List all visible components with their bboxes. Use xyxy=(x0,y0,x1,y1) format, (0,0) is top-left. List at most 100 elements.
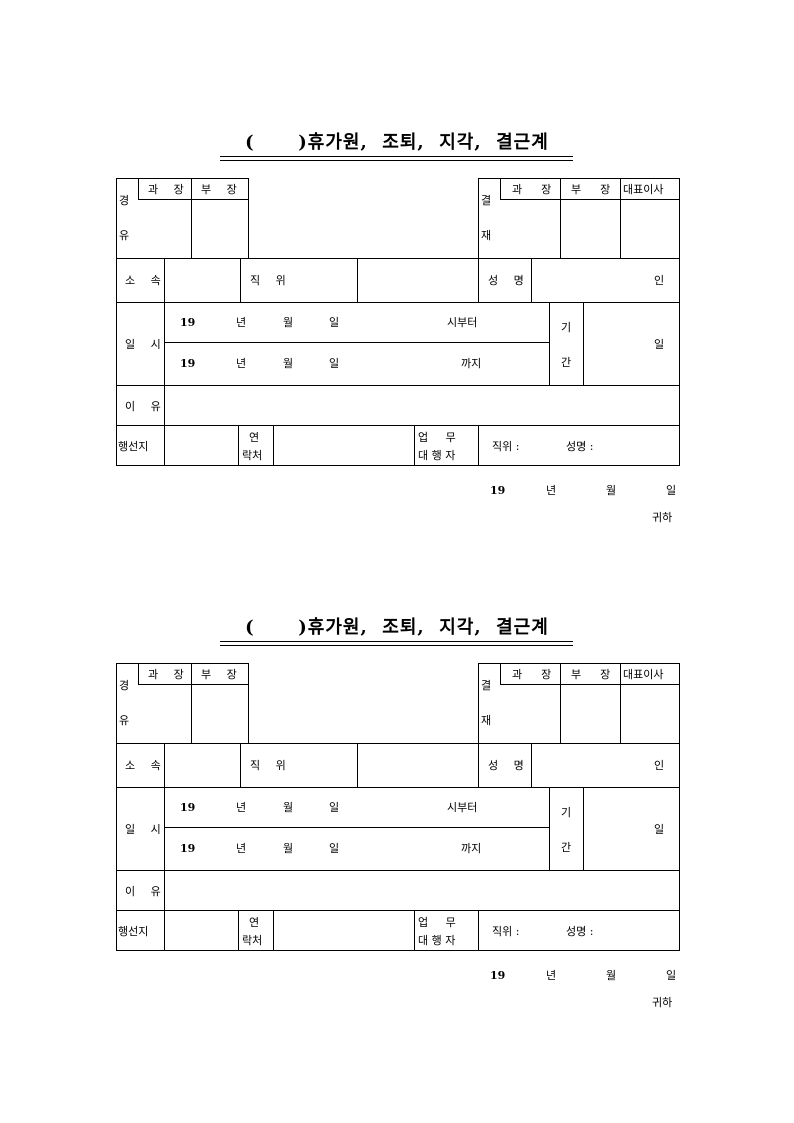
to-day-unit: 일 xyxy=(329,842,340,855)
contact-label-top: 연 xyxy=(249,916,260,929)
reason-field[interactable] xyxy=(165,386,679,425)
divider xyxy=(273,910,274,951)
divider xyxy=(531,258,532,303)
routing-sign-box-1[interactable] xyxy=(138,199,192,259)
from-suffix: 시부터 xyxy=(447,801,478,814)
destination-field[interactable] xyxy=(165,911,238,950)
to-year: 19 xyxy=(180,842,196,855)
routing-label-top: 경 xyxy=(119,679,130,692)
period-label-bottom: 간 xyxy=(561,356,572,369)
position-field[interactable] xyxy=(358,259,477,302)
to-year-unit: 년 xyxy=(236,357,247,370)
approval-sign-box-2[interactable] xyxy=(561,684,621,744)
routing-col-divider xyxy=(191,178,192,259)
contact-field[interactable] xyxy=(274,911,414,950)
destination-label: 행선지 xyxy=(118,925,149,938)
divider xyxy=(478,258,479,303)
seal-mark: 인 xyxy=(654,274,665,287)
approval-col-divider-1 xyxy=(560,663,561,744)
form-title: ( )휴가원, 조퇴, 지각, 결근계 xyxy=(245,617,549,638)
destination-field[interactable] xyxy=(165,426,238,465)
divider xyxy=(164,258,165,303)
approval-sign-box-3[interactable] xyxy=(621,684,680,744)
position-field[interactable] xyxy=(358,744,477,787)
divider xyxy=(478,425,479,466)
period-label-bottom: 간 xyxy=(561,841,572,854)
from-year: 19 xyxy=(180,801,196,814)
proxy-position: 직위 : xyxy=(492,925,520,938)
divider xyxy=(549,302,550,386)
divider xyxy=(549,787,550,871)
approval-label-top: 결 xyxy=(481,679,492,692)
from-year: 19 xyxy=(180,316,196,329)
period-unit: 일 xyxy=(654,823,665,836)
routing-sign-box-1[interactable] xyxy=(138,684,192,744)
proxy-name: 성명 : xyxy=(566,925,594,938)
to-year: 19 xyxy=(180,357,196,370)
contact-label-bottom: 락처 xyxy=(242,934,263,947)
approval-col-manager: 과 장 xyxy=(512,183,556,196)
proxy-label-bottom: 대 행 자 xyxy=(418,934,456,947)
approval-sign-box-1[interactable] xyxy=(500,684,561,744)
routing-sign-box-2[interactable] xyxy=(192,684,249,744)
date-day-unit: 일 xyxy=(666,484,677,497)
proxy-label-bottom: 대 행 자 xyxy=(418,449,456,462)
divider xyxy=(164,787,165,871)
date-month-unit: 월 xyxy=(606,969,617,982)
approval-header-row xyxy=(500,663,680,685)
routing-label-bottom: 유 xyxy=(119,714,130,727)
divider xyxy=(164,342,550,343)
divider xyxy=(164,385,165,426)
approval-sign-box-2[interactable] xyxy=(561,199,621,259)
divider xyxy=(238,425,239,466)
divider xyxy=(164,910,165,951)
affiliation-label: 소 속 xyxy=(125,274,167,287)
from-day-unit: 일 xyxy=(329,801,340,814)
period-field[interactable] xyxy=(584,788,679,870)
contact-field[interactable] xyxy=(274,426,414,465)
title-double-underline xyxy=(220,156,573,161)
approval-label-top: 결 xyxy=(481,194,492,207)
date-year-unit: 년 xyxy=(546,969,557,982)
routing-header-row xyxy=(138,178,249,200)
to-month-unit: 월 xyxy=(283,842,294,855)
affiliation-field[interactable] xyxy=(165,744,239,787)
approval-col-director: 부 장 xyxy=(571,668,615,681)
routing-col-divider xyxy=(191,663,192,744)
to-day-unit: 일 xyxy=(329,357,340,370)
datetime-label: 일 시 xyxy=(125,823,167,836)
period-label-top: 기 xyxy=(561,321,572,334)
recipient: 귀하 xyxy=(652,996,673,1009)
position-label: 직 위 xyxy=(250,274,292,287)
divider xyxy=(164,870,165,911)
period-field[interactable] xyxy=(584,303,679,385)
name-label: 성 명 xyxy=(488,274,530,287)
divider xyxy=(531,743,532,788)
divider xyxy=(414,910,415,951)
divider xyxy=(478,743,479,788)
affiliation-label: 소 속 xyxy=(125,759,167,772)
affiliation-field[interactable] xyxy=(165,259,239,302)
approval-col-manager: 과 장 xyxy=(512,668,556,681)
routing-col-director: 부 장 xyxy=(201,668,243,681)
divider xyxy=(478,910,479,951)
datetime-label: 일 시 xyxy=(125,338,167,351)
approval-sign-box-1[interactable] xyxy=(500,199,561,259)
reason-field[interactable] xyxy=(165,871,679,910)
proxy-label-top: 업 무 xyxy=(418,916,456,929)
period-label-top: 기 xyxy=(561,806,572,819)
approval-sign-box-3[interactable] xyxy=(621,199,680,259)
approval-col-divider-2 xyxy=(620,178,621,259)
from-year-unit: 년 xyxy=(236,316,247,329)
approval-col-divider-2 xyxy=(620,663,621,744)
routing-sign-box-2[interactable] xyxy=(192,199,249,259)
routing-col-manager: 과 장 xyxy=(148,668,190,681)
reason-label: 이 유 xyxy=(125,400,167,413)
divider xyxy=(164,302,165,386)
divider xyxy=(583,787,584,871)
period-unit: 일 xyxy=(654,338,665,351)
from-year-unit: 년 xyxy=(236,801,247,814)
proxy-label-top: 업 무 xyxy=(418,431,456,444)
approval-header-row xyxy=(500,178,680,200)
routing-label-bottom: 유 xyxy=(119,229,130,242)
